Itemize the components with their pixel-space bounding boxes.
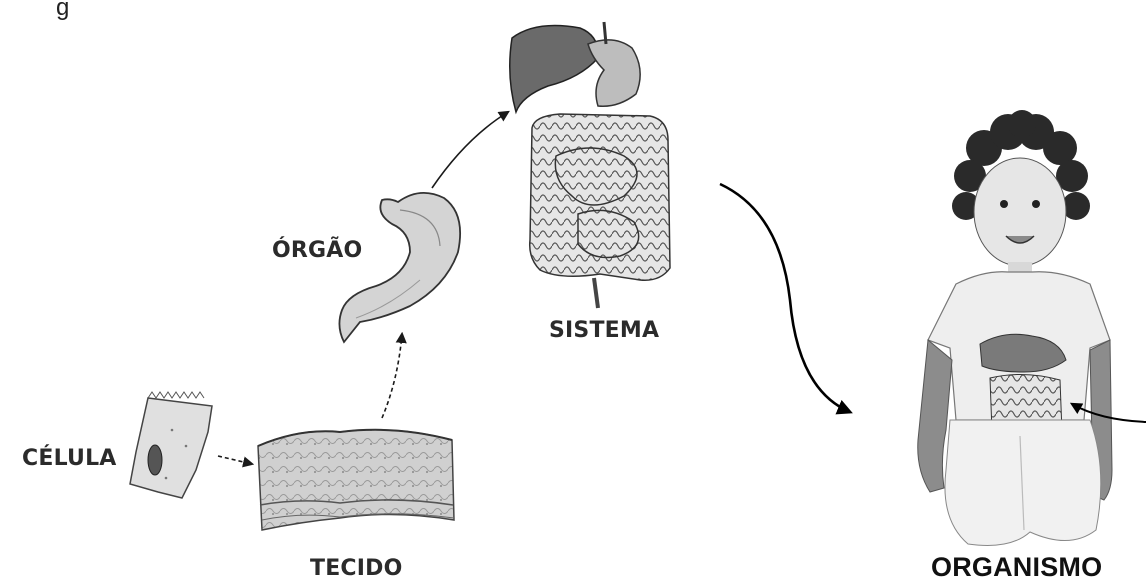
cell-illustration xyxy=(130,392,212,498)
arrow-organ-to-system xyxy=(432,112,508,188)
label-orgao: ÓRGÃO xyxy=(272,238,362,263)
arrow-system-to-organism xyxy=(720,184,850,412)
arrow-cell-to-tissue xyxy=(218,456,252,464)
label-celula: CÉLULA xyxy=(22,446,117,471)
label-sistema: SISTEMA xyxy=(549,318,659,343)
child-illustration xyxy=(918,110,1112,546)
stomach-illustration xyxy=(339,193,460,342)
label-tecido: TECIDO xyxy=(310,556,403,581)
arrow-tissue-to-organ xyxy=(382,334,402,418)
tissue-illustration xyxy=(258,430,454,530)
label-organismo: ORGANISMO xyxy=(931,552,1102,583)
digestive-system-illustration xyxy=(510,22,670,308)
